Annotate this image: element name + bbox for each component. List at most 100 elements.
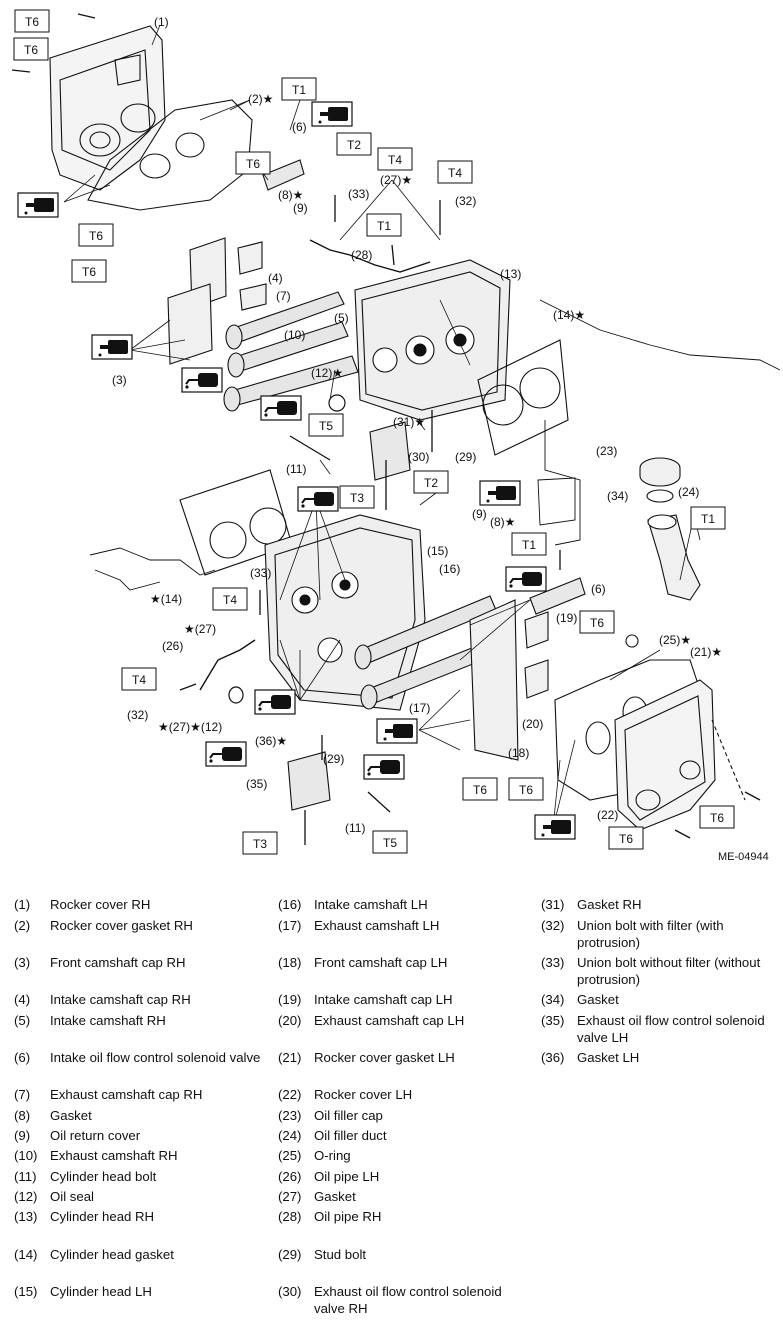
callout-14: (14)★ — [553, 308, 585, 322]
legend-item: (18)Front camshaft cap LH — [278, 955, 448, 970]
callout-5: (5) — [334, 311, 349, 325]
callout-17: (17) — [409, 701, 430, 715]
oil-can-icon — [363, 754, 405, 780]
legend-item: (8)Gasket — [14, 1108, 92, 1123]
torque-box: T4 — [377, 147, 413, 171]
legend-item: (35)Exhaust oil flow control solenoid va… — [541, 1013, 765, 1045]
torque-box: T6 — [13, 37, 49, 61]
callout-11b: (11) — [345, 821, 365, 835]
legend-column-3: (31)Gasket RH (32)Union bolt with filter… — [541, 896, 779, 1070]
figure-code: ME-04944 — [718, 851, 769, 863]
camshaft-caps-rh — [167, 237, 267, 365]
torque-labels: T6 T6 T1 T2 T4 T6 T4 T6 T1 T6 T5 T2 T3 T… — [13, 9, 735, 855]
callout-24: (24) — [678, 485, 699, 499]
svg-text:T2: T2 — [347, 138, 361, 152]
oil-can-icon — [205, 741, 247, 767]
torque-box: T2 — [413, 470, 449, 494]
callout-23: (23) — [596, 444, 617, 458]
callout-34: (34) — [607, 489, 628, 503]
oil-pipes — [199, 239, 431, 691]
callout-36: (36)★ — [255, 734, 287, 748]
callout-26: (26) — [162, 639, 183, 653]
callout-29: (29) — [455, 450, 476, 464]
callout-32b: (32) — [127, 708, 148, 722]
oil-filler-assembly — [625, 457, 701, 648]
callout-32: (32) — [455, 194, 476, 208]
callout-labels: (1) (2)★ (3) (4) (5) (6) (6) (7) (8)★ (8… — [112, 15, 722, 835]
callout-4: (4) — [268, 271, 283, 285]
cylinder-head-rh — [354, 259, 511, 421]
parts-legend: (1)Rocker cover RH (2)Rocker cover gaske… — [0, 896, 783, 1326]
callout-12: (12)★ — [311, 366, 343, 380]
torque-box: T6 — [508, 777, 544, 801]
oil-can-icon — [181, 367, 223, 393]
torque-box: T5 — [372, 830, 408, 854]
exploded-view-diagram: T6 T6 T1 T2 T4 T6 T4 T6 T1 T6 T5 T2 T3 T… — [11, 9, 781, 863]
callout-28: (28) — [351, 248, 372, 262]
rocker-cover-gasket-rh — [87, 99, 253, 211]
callout-27c: ★(27)★(12) — [158, 720, 222, 734]
torque-box: T3 — [242, 831, 278, 855]
svg-text:T6: T6 — [519, 783, 533, 797]
legend-item: (4)Intake camshaft cap RH — [14, 992, 191, 1007]
legend-item: (25)O-ring — [278, 1148, 351, 1163]
svg-text:T4: T4 — [448, 166, 462, 180]
legend-item: (33)Union bolt without filter (without p… — [541, 955, 761, 987]
callout-20: (20) — [522, 717, 543, 731]
callout-18: (18) — [508, 746, 529, 760]
legend-item: (13)Cylinder head RH — [14, 1209, 155, 1224]
legend-item: (31)Gasket RH — [541, 897, 642, 912]
grease-icon — [91, 334, 133, 360]
legend-item: (27)Gasket — [278, 1189, 356, 1204]
torque-box: T6 — [235, 151, 271, 175]
torque-box: T6 — [71, 259, 107, 283]
callout-22: (22) — [597, 808, 618, 822]
legend-item: (32)Union bolt with filter (with protrus… — [541, 918, 724, 950]
legend-item: (28)Oil pipe RH — [278, 1209, 382, 1224]
svg-text:T3: T3 — [350, 491, 364, 505]
legend-item: (12)Oil seal — [14, 1189, 94, 1204]
oil-can-icon — [505, 566, 547, 592]
callout-15: (15) — [427, 544, 448, 558]
legend-item: (19)Intake camshaft cap LH — [278, 992, 453, 1007]
rocker-cover-lh — [614, 679, 746, 831]
svg-text:T4: T4 — [132, 673, 146, 687]
callout-16: (16) — [439, 562, 460, 576]
callout-29b: (29) — [323, 752, 344, 766]
legend-item: (11)Cylinder head bolt — [14, 1169, 157, 1184]
callout-3: (3) — [112, 373, 127, 387]
engine-block-outline — [89, 299, 781, 591]
callout-10: (10) — [284, 328, 305, 342]
legend-item: (26)Oil pipe LH — [278, 1169, 380, 1184]
callout-6b: (6) — [591, 582, 606, 596]
callout-25: (25)★ — [659, 633, 691, 647]
legend-item: (36)Gasket LH — [541, 1050, 640, 1065]
legend-item: (1)Rocker cover RH — [14, 897, 151, 912]
torque-box: T4 — [437, 160, 473, 184]
legend-item: (29)Stud bolt — [278, 1247, 367, 1262]
solenoid-valves — [262, 159, 586, 811]
legend-item: (22)Rocker cover LH — [278, 1087, 413, 1102]
legend-item: (6)Intake oil flow control solenoid valv… — [14, 1050, 261, 1065]
callout-9b: (9) — [472, 507, 487, 521]
callout-2: (2)★ — [248, 92, 273, 106]
callout-13: (13) — [500, 267, 521, 281]
torque-box: T1 — [511, 532, 547, 556]
oil-can-icon — [297, 486, 339, 512]
legend-item: (24)Oil filler duct — [278, 1128, 387, 1143]
torque-box: T2 — [336, 132, 372, 156]
legend-column-2: (16)Intake camshaft LH (17)Exhaust camsh… — [278, 896, 534, 1323]
torque-box: T6 — [78, 223, 114, 247]
svg-text:T1: T1 — [377, 219, 391, 233]
oil-seals — [228, 394, 346, 704]
torque-box: T5 — [308, 413, 344, 437]
legend-item: (5)Intake camshaft RH — [14, 1013, 166, 1028]
svg-text:T1: T1 — [292, 83, 306, 97]
grease-icon — [17, 192, 59, 218]
legend-item: (10)Exhaust camshaft RH — [14, 1148, 178, 1163]
callout-35: (35) — [246, 777, 267, 791]
grease-icon — [534, 814, 576, 840]
legend-item: (14)Cylinder head gasket — [14, 1247, 174, 1262]
callout-11: (11) — [286, 462, 306, 476]
svg-text:T4: T4 — [388, 153, 402, 167]
